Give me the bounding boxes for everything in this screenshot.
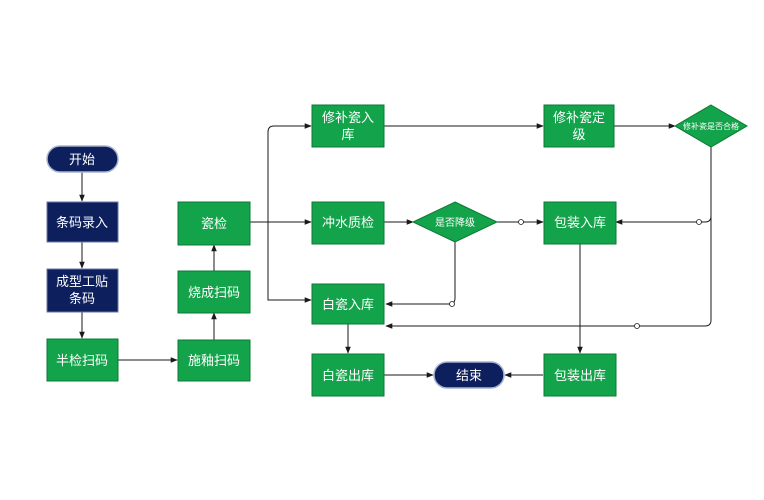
barcode-entry-label: 条码录入 bbox=[56, 215, 108, 231]
repair-qualified-label: 修补瓷是否合格 bbox=[683, 121, 739, 131]
half-inspection-node: 半检扫码 bbox=[46, 338, 119, 382]
repair-qualified-decision: 修补瓷是否合格 bbox=[674, 104, 748, 148]
white-out-label: 白瓷出库 bbox=[322, 368, 374, 384]
flush-quality-node: 冲水质检 bbox=[311, 201, 385, 245]
repair-store-node: 修补瓷入 库 bbox=[311, 104, 385, 148]
start-label: 开始 bbox=[69, 153, 95, 168]
porcelain-inspection-label: 瓷检 bbox=[201, 217, 227, 232]
molding-label-line2: 条码 bbox=[69, 291, 95, 307]
edge-qualified-to-packaging bbox=[615, 147, 712, 225]
firing-scan-node: 烧成扫码 bbox=[177, 270, 251, 314]
packaging-store-node: 包装入库 bbox=[543, 201, 617, 245]
packaging-store-label: 包装入库 bbox=[554, 215, 606, 231]
glaze-scan-label: 施釉扫码 bbox=[188, 354, 240, 369]
packaging-out-label: 包装出库 bbox=[554, 368, 606, 384]
white-out-node: 白瓷出库 bbox=[311, 353, 385, 397]
repair-grade-line1: 修补瓷定 bbox=[553, 111, 605, 126]
repair-grade-node: 修补瓷定 级 bbox=[543, 104, 615, 148]
white-store-node: 白瓷入库 bbox=[311, 283, 385, 325]
glaze-scan-node: 施釉扫码 bbox=[177, 339, 251, 382]
connector-marker bbox=[518, 219, 524, 225]
end-node: 结束 bbox=[433, 361, 505, 389]
connector-marker bbox=[634, 323, 640, 329]
edge-inspection-to-white bbox=[267, 222, 312, 303]
packaging-out-node: 包装出库 bbox=[543, 353, 617, 397]
end-label: 结束 bbox=[456, 369, 482, 384]
downgrade-decision: 是否降级 bbox=[411, 201, 499, 243]
downgrade-label: 是否降级 bbox=[435, 216, 475, 229]
edges bbox=[79, 123, 712, 378]
firing-scan-label: 烧成扫码 bbox=[188, 286, 240, 301]
white-store-label: 白瓷入库 bbox=[322, 297, 374, 313]
edge-qualified-to-white bbox=[385, 216, 712, 329]
barcode-entry-node: 条码录入 bbox=[46, 201, 119, 243]
connector-markers bbox=[449, 219, 702, 329]
connector-marker bbox=[696, 219, 702, 225]
edge-inspection-to-repair bbox=[250, 123, 312, 223]
repair-store-line2: 库 bbox=[341, 127, 354, 143]
flush-quality-label: 冲水质检 bbox=[322, 216, 374, 231]
start-node: 开始 bbox=[46, 145, 119, 173]
molding-label-line1: 成型工贴 bbox=[56, 275, 108, 290]
edge-downgrade-to-white bbox=[385, 242, 456, 307]
repair-store-line1: 修补瓷入 bbox=[322, 111, 374, 126]
repair-grade-line2: 级 bbox=[572, 128, 585, 143]
connector-marker bbox=[449, 301, 455, 307]
molding-label-node: 成型工贴 条码 bbox=[46, 268, 119, 313]
half-inspection-label: 半检扫码 bbox=[56, 354, 108, 369]
porcelain-inspection-node: 瓷检 bbox=[177, 201, 251, 246]
